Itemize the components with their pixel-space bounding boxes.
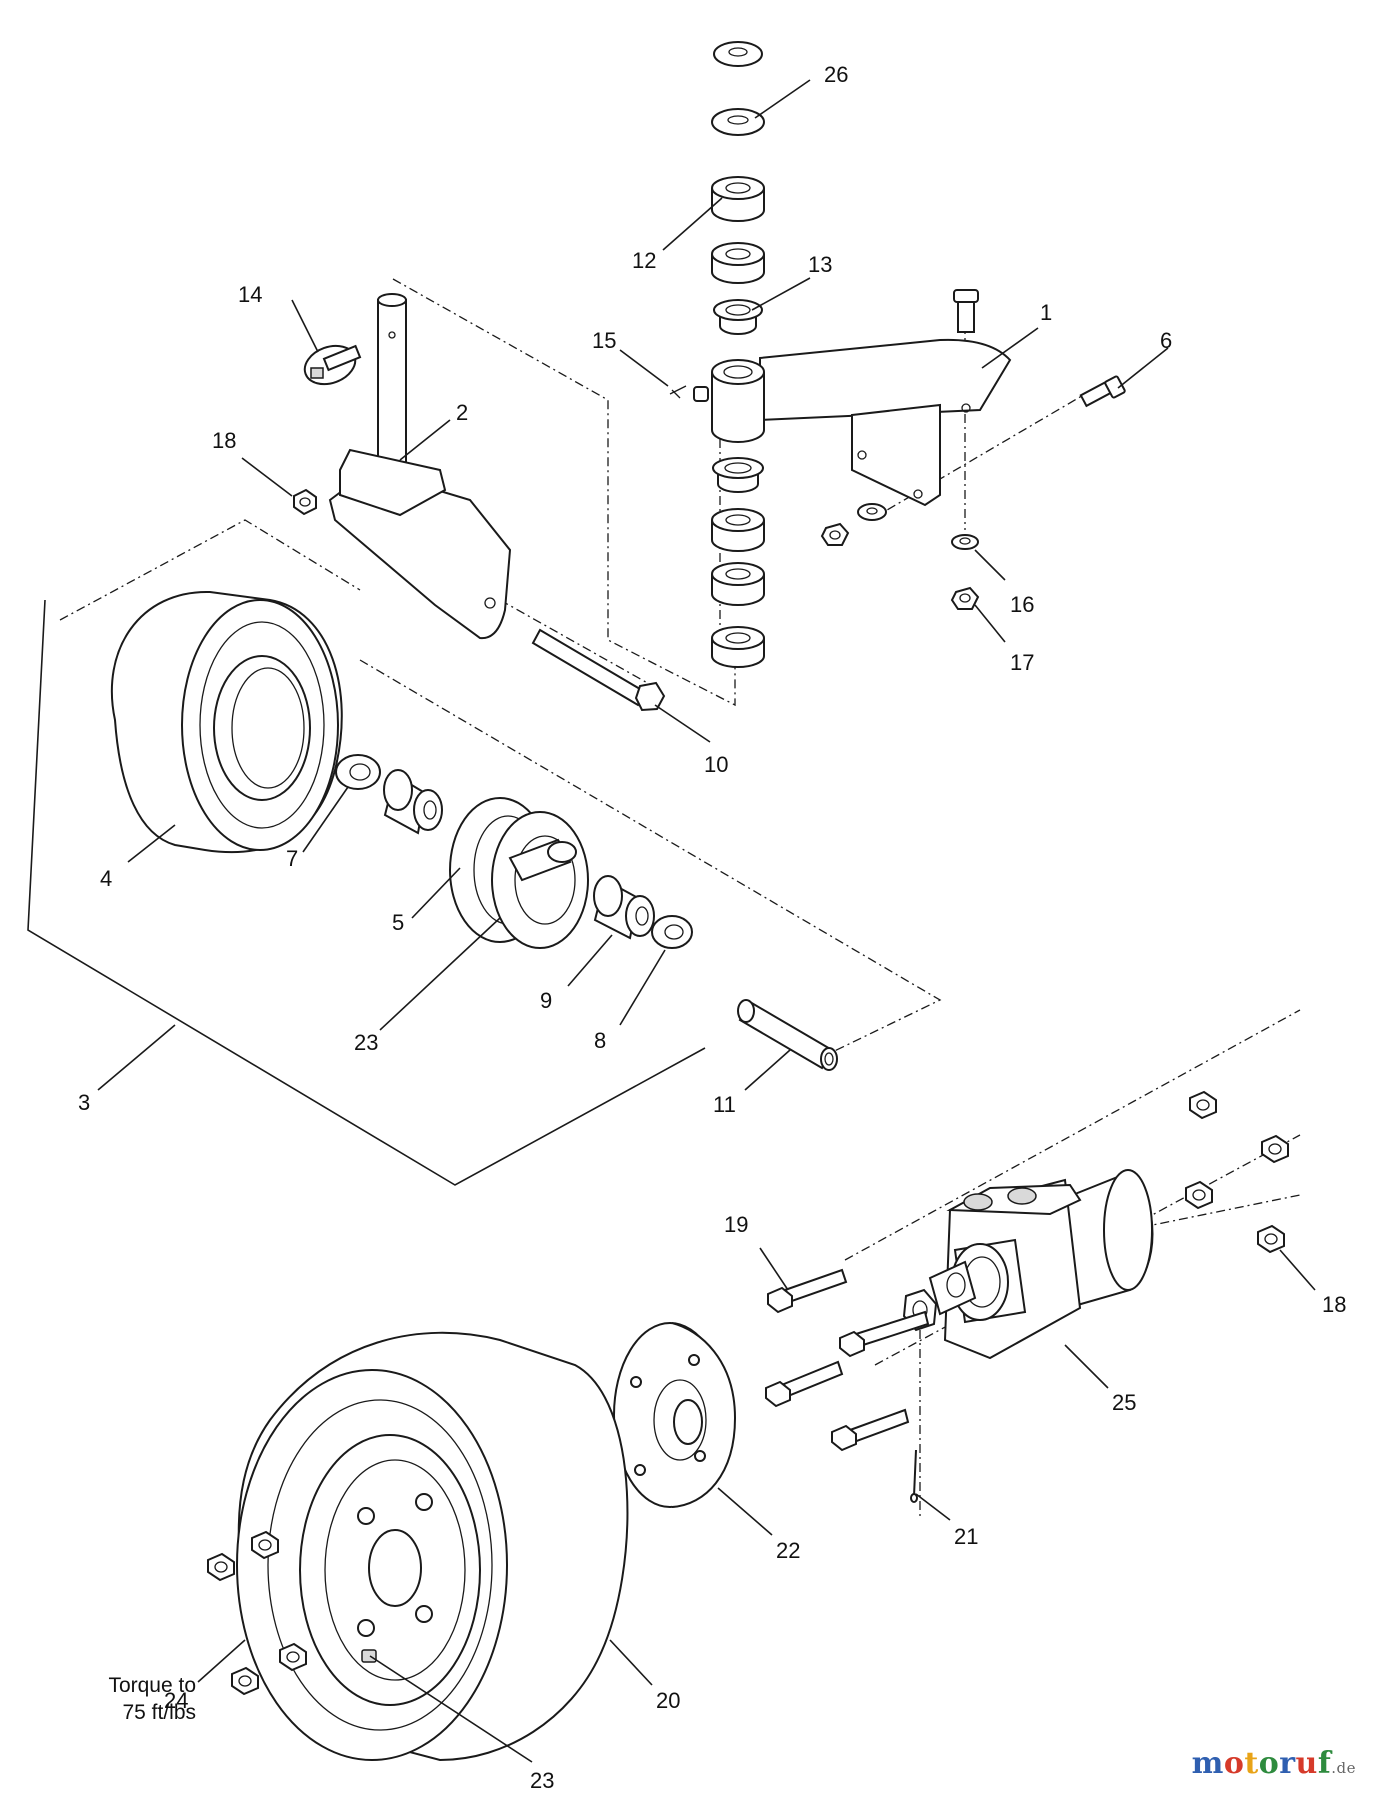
bearing-12-lower bbox=[711, 242, 765, 284]
callout-12: 12 bbox=[632, 248, 656, 273]
wheel-rim-5 bbox=[449, 797, 589, 949]
callout-1: 1 bbox=[1040, 300, 1052, 325]
bolt-19 bbox=[767, 1268, 848, 1314]
callout-18-motor: 18 bbox=[1322, 1292, 1346, 1317]
logo-letter-u: u bbox=[1295, 1746, 1318, 1781]
logo-letter-t: t bbox=[1244, 1746, 1259, 1781]
callout-23-rim: 23 bbox=[354, 1030, 378, 1055]
washer-top bbox=[713, 41, 763, 67]
leader-lines bbox=[97, 79, 1316, 1763]
callout-17: 17 bbox=[1010, 650, 1034, 675]
hub-22 bbox=[613, 1322, 737, 1508]
bolt-top bbox=[953, 289, 979, 333]
torque-note: Torque to 75 ft/lbs bbox=[56, 1672, 196, 1726]
bearing-lower-3 bbox=[711, 626, 765, 668]
axle-bolt-10 bbox=[531, 628, 666, 712]
caster-fork bbox=[328, 293, 512, 640]
callout-23-wheel: 23 bbox=[530, 1768, 554, 1793]
callout-6: 6 bbox=[1160, 328, 1172, 353]
callout-14: 13 bbox=[808, 252, 832, 277]
seal-7 bbox=[335, 754, 381, 790]
callout-4: 4 bbox=[100, 866, 112, 891]
callout-3: 3 bbox=[78, 1090, 90, 1115]
lynch-pin-13 bbox=[303, 344, 362, 386]
torque-note-line1: Torque to bbox=[108, 1674, 196, 1697]
motoruf-logo: motoruf.de bbox=[1192, 1746, 1356, 1781]
logo-letter-o1: o bbox=[1223, 1746, 1245, 1781]
bolt-lower-1 bbox=[839, 1310, 930, 1358]
lug-nut-2 bbox=[251, 1530, 279, 1560]
callout-2: 2 bbox=[456, 400, 468, 425]
logo-letter-f: f bbox=[1317, 1746, 1332, 1781]
callout-16: 16 bbox=[1010, 592, 1034, 617]
callout-24: 24 bbox=[164, 1688, 188, 1713]
washer-26 bbox=[711, 108, 765, 136]
hydraulic-motor-25 bbox=[928, 1169, 1154, 1360]
nut-17 bbox=[950, 586, 980, 610]
callout-10: 10 bbox=[704, 752, 728, 777]
spacer-tube-11 bbox=[737, 999, 838, 1071]
bolt-6 bbox=[1079, 375, 1126, 408]
logo-suffix: .de bbox=[1331, 1759, 1356, 1777]
bearing-stack bbox=[711, 41, 765, 668]
callout-9: 9 bbox=[540, 988, 552, 1013]
bushing-lower bbox=[712, 457, 764, 493]
roller-bearing-upper bbox=[383, 769, 443, 835]
motor-nut-18 bbox=[1257, 1224, 1285, 1254]
callout-15: 15 bbox=[592, 328, 616, 353]
bolt-lower-3 bbox=[831, 1408, 910, 1452]
callout-19: 19 bbox=[724, 1212, 748, 1237]
callout-5: 5 bbox=[392, 910, 404, 935]
callout-labels: 26 12 13 1 6 15 14 2 18 16 17 10 4 7 5 2… bbox=[78, 62, 1346, 1793]
bolt-lower-2 bbox=[765, 1360, 844, 1408]
lug-nut-1 bbox=[207, 1552, 235, 1582]
assembly-bracket-line bbox=[27, 599, 706, 1186]
nut-arm bbox=[820, 522, 850, 546]
bearing-12-top bbox=[711, 176, 765, 222]
callout-25: 25 bbox=[1112, 1390, 1136, 1415]
caster-tire-4 bbox=[110, 590, 343, 854]
callout-11: 11 bbox=[713, 1092, 736, 1117]
callout-20: 20 bbox=[656, 1688, 680, 1713]
lug-nut-4 bbox=[279, 1642, 307, 1672]
motor-nut-2 bbox=[1261, 1134, 1289, 1164]
bearing-lower-1 bbox=[711, 508, 765, 552]
callout-26: 26 bbox=[824, 62, 848, 87]
nut-18-fork bbox=[293, 488, 317, 516]
logo-letter-r: r bbox=[1279, 1746, 1296, 1781]
washer-arm bbox=[857, 503, 887, 521]
callout-8: 8 bbox=[594, 1028, 606, 1053]
callout-7: 7 bbox=[286, 846, 298, 871]
callout-18-fork: 18 bbox=[212, 428, 236, 453]
logo-letter-m: m bbox=[1191, 1746, 1224, 1781]
callout-21: 21 bbox=[954, 1524, 978, 1549]
callout-13: 14 bbox=[238, 282, 262, 307]
bearing-lower-2 bbox=[711, 562, 765, 606]
caster-arm bbox=[669, 338, 1012, 507]
seal-8 bbox=[651, 915, 693, 949]
cotter-pin-21 bbox=[910, 1449, 918, 1503]
roller-bearing-9 bbox=[593, 875, 655, 940]
motor-nut-3 bbox=[1185, 1180, 1213, 1210]
logo-letter-o2: o bbox=[1258, 1746, 1280, 1781]
torque-note-line2: 75 ft/lbs bbox=[122, 1701, 196, 1724]
washer-16 bbox=[951, 534, 979, 550]
motor-nut-1 bbox=[1189, 1090, 1217, 1120]
lug-nut-3 bbox=[231, 1666, 259, 1696]
callout-22: 22 bbox=[776, 1538, 800, 1563]
bushing-14 bbox=[713, 299, 763, 335]
